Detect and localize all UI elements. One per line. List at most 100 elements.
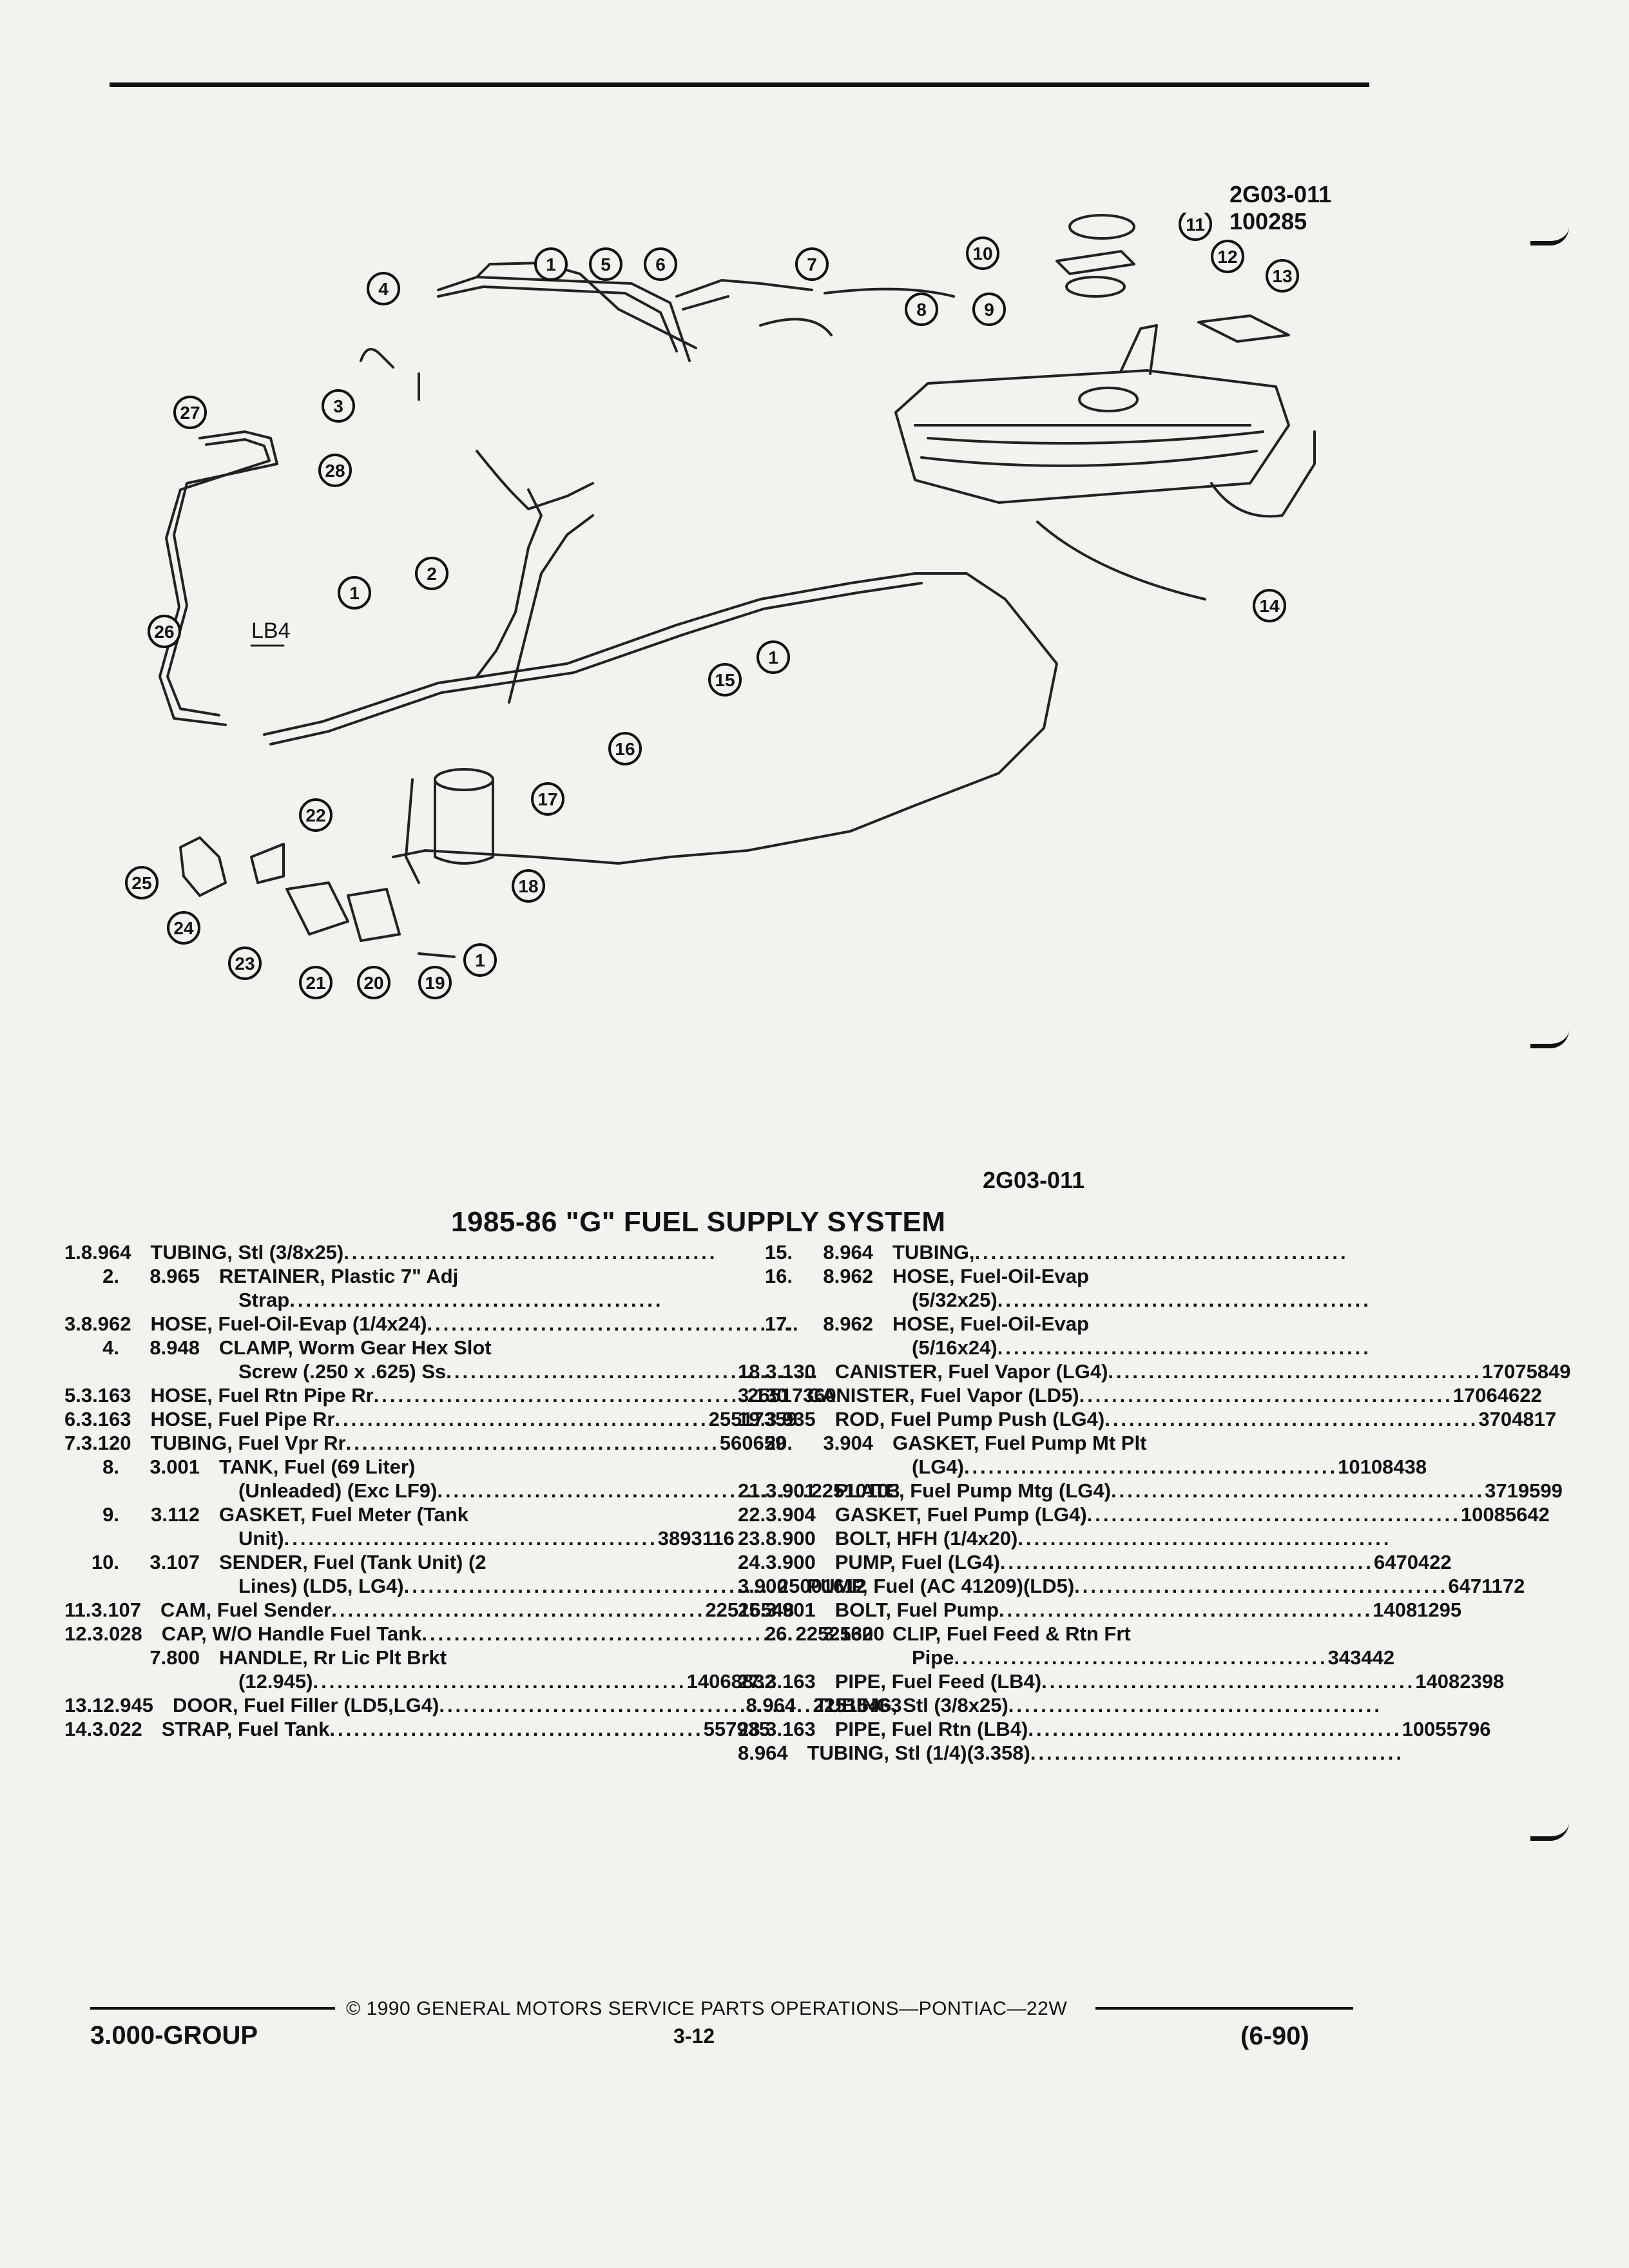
callout-26: 26 (148, 615, 181, 648)
item-number: 12. (64, 1622, 93, 1645)
part-number: 25517360 (747, 1384, 836, 1407)
leader-dots: ........................................… (1079, 1384, 1453, 1407)
part-name: TUBING, (892, 1241, 975, 1264)
part-description: DOOR, Fuel Filler (LD5,LG4) ............… (173, 1693, 902, 1717)
part-number: 343442 (1327, 1646, 1395, 1669)
part-description: RETAINER, Plastic 7" Adj (219, 1264, 709, 1288)
callout-1: 1 (338, 576, 371, 610)
part-detail: (5/16x24) (912, 1336, 998, 1359)
callout-12: 12 (1211, 240, 1244, 273)
revision-date: (6-90) (1240, 2022, 1309, 2050)
part-number: 25001612 (777, 1575, 867, 1597)
part-detail: Worm Gear Hex Slot (293, 1336, 492, 1359)
part-name: HOSE, (892, 1265, 955, 1287)
group-number: 3.901 (766, 1599, 816, 1621)
margin-mark (1530, 227, 1569, 245)
leader-dots: ........................................… (997, 1289, 1371, 1311)
part-detail: Fuel Sender (211, 1599, 332, 1621)
page-number: 3-12 (673, 2024, 715, 2048)
part-detail: Fuel Pump Mt Plt (979, 1432, 1147, 1454)
item-number: 23. (738, 1527, 766, 1550)
leader-dots: ........................................… (999, 1599, 1373, 1621)
item-number: 1. (64, 1241, 81, 1264)
part-detail: Stl (3/8x25) (232, 1241, 344, 1264)
callout-23: 23 (228, 947, 262, 980)
part-description: Lines) (LD5, LG4) ......................… (238, 1574, 867, 1598)
item-number: 8. (102, 1456, 119, 1478)
part-number: 10085642 (1460, 1503, 1550, 1526)
leader-dots: ........................................… (373, 1384, 747, 1407)
part-description: HOSE, Fuel Rtn Pipe Rr .................… (150, 1383, 836, 1407)
part-description: (5/32x25) ..............................… (912, 1288, 1382, 1312)
part-name: CLAMP, (219, 1336, 293, 1359)
item-number: 20. (764, 1432, 793, 1454)
part-name: GASKET, (219, 1503, 306, 1526)
leader-dots: ........................................… (437, 1479, 811, 1502)
leader-dots: ........................................… (343, 1241, 718, 1264)
part-name: HOSE, (150, 1312, 213, 1335)
callout-1: 1 (463, 943, 497, 977)
leader-dots: ........................................… (446, 1360, 820, 1383)
main-fuel-line (263, 450, 1058, 865)
group-number: 8.962 (81, 1312, 131, 1335)
group-number: 3.163 (81, 1384, 131, 1407)
part-number: 560659 (719, 1432, 787, 1454)
part-description: HOSE, Fuel-Oil-Evap (1/4x24) ...........… (150, 1312, 800, 1336)
group-number: 8.965 (149, 1265, 200, 1287)
svg-text:6: 6 (655, 255, 666, 274)
part-detail: Fuel (Tank Unit) (2 (307, 1551, 487, 1573)
callout-21: 21 (299, 966, 333, 999)
group-number: 12.945 (92, 1694, 153, 1716)
leader-dots: ........................................… (1074, 1575, 1449, 1597)
part-number: 17075849 (1481, 1360, 1571, 1383)
callout-3: 3 (322, 389, 355, 423)
part-number: 6470422 (1373, 1551, 1452, 1573)
part-description: TUBING, ................................… (892, 1240, 1382, 1264)
part-number: 22510103 (811, 1479, 900, 1502)
part-number: 14068832 (686, 1670, 776, 1693)
part-description: BOLT, Fuel Pump ........................… (835, 1598, 1461, 1622)
leader-dots: ........................................… (1110, 1479, 1485, 1502)
svg-text:1: 1 (475, 950, 485, 970)
fuel-sender (1055, 214, 1290, 343)
part-detail: Plastic 7" Adj (325, 1265, 459, 1287)
part-number: 10108438 (1338, 1456, 1427, 1478)
item-number: 13. (64, 1694, 93, 1716)
item-number: 6. (64, 1408, 81, 1430)
leader-dots: ........................................… (329, 1718, 704, 1740)
group-number: 3.935 (766, 1408, 816, 1430)
group-number: 8.964 (81, 1241, 131, 1264)
item-number: 17. (764, 1312, 793, 1335)
part-number: 3893116 (657, 1527, 735, 1550)
item-number: 4. (102, 1336, 119, 1359)
part-detail: Fuel (LG4) (895, 1551, 1000, 1573)
leader-dots: ........................................… (439, 1694, 813, 1716)
part-detail: (5/32x25) (912, 1289, 998, 1311)
part-detail: (Unleaded) (Exc LF9) (238, 1479, 438, 1502)
part-name: BOLT, (834, 1599, 891, 1621)
item-number (64, 1646, 119, 1669)
callout-10: 10 (966, 236, 999, 270)
callout-2: 2 (415, 557, 448, 590)
svg-text:28: 28 (325, 461, 345, 481)
svg-text:27: 27 (180, 403, 200, 423)
part-name: HOSE, (150, 1384, 213, 1407)
svg-text:17: 17 (537, 789, 557, 809)
svg-text:13: 13 (1272, 266, 1292, 286)
item-number: 15. (764, 1241, 793, 1264)
part-row-continued: Unit) ..................................… (64, 1526, 735, 1550)
item-number: 10. (91, 1551, 119, 1573)
margin-mark (1530, 1822, 1569, 1841)
